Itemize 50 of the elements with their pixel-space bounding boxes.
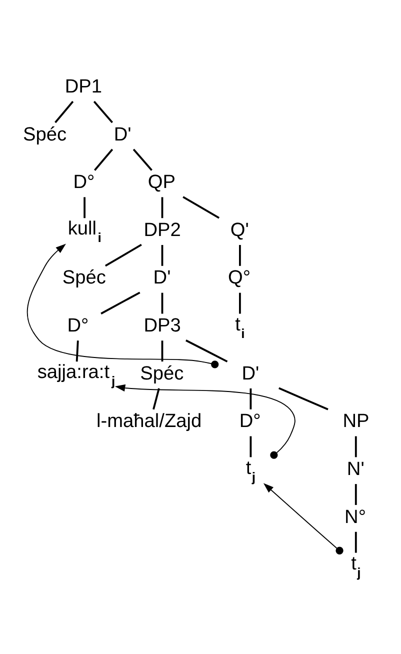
node-text: t$_{j}$ [351, 553, 361, 580]
arrow [263, 483, 344, 554]
node-text: N' [346, 458, 364, 480]
node-text: NP [342, 411, 370, 432]
node-text: DP2 [144, 220, 181, 241]
node-text: D° [67, 316, 89, 337]
connector [100, 292, 140, 314]
node-text: t$_{i}$ [235, 314, 245, 341]
node-text: kull$_{i}$ [68, 218, 102, 246]
connector [161, 292, 164, 314]
connector [186, 340, 228, 362]
node-text: D' [114, 124, 132, 146]
node-text: Spéc [140, 363, 184, 384]
connector [238, 292, 241, 314]
node-text: D' [153, 268, 171, 289]
connector [161, 340, 164, 362]
node-text: t$_{j}$ [246, 458, 256, 484]
node-text: Spéc [22, 124, 67, 146]
arrow [26, 244, 219, 368]
arrow [114, 384, 296, 459]
node-text: l-maħal/Zajd [96, 411, 202, 432]
node-text: Q' [230, 220, 249, 241]
node-text: N° [344, 506, 366, 528]
connector [238, 244, 241, 266]
connector [76, 340, 79, 362]
node-text: Spéc [62, 268, 106, 289]
node-text: D° [239, 411, 261, 432]
node-text: QP [148, 172, 176, 194]
connector [161, 244, 164, 266]
connector [354, 436, 357, 458]
node-text: D' [242, 363, 260, 384]
connector [84, 197, 86, 218]
connector [132, 148, 152, 171]
node-text: Q° [228, 268, 251, 289]
connector [250, 388, 252, 410]
connector [152, 388, 160, 410]
connector [93, 100, 114, 124]
node-text: sajja:ra:t$_{j}$ [37, 362, 116, 389]
connector [94, 148, 114, 171]
connector [354, 484, 357, 505]
connector [354, 532, 357, 553]
connector [104, 244, 142, 267]
connector [54, 100, 74, 124]
connector [161, 197, 164, 218]
connector [250, 436, 252, 458]
node-text: D° [73, 172, 95, 194]
node-text: DP3 [144, 316, 181, 337]
connector [278, 387, 328, 410]
node-text: DP1 [64, 76, 102, 98]
connector [182, 196, 220, 219]
